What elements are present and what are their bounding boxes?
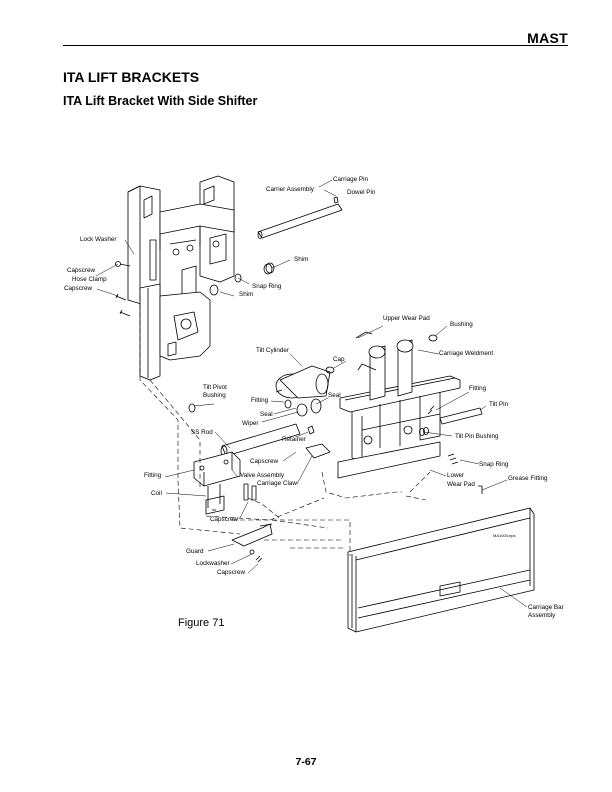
section-heading: MAST bbox=[527, 30, 568, 46]
carriage-weldment-part bbox=[337, 331, 461, 479]
label-wiper: Wiper bbox=[242, 420, 258, 427]
carrier-assembly-part bbox=[127, 175, 235, 307]
label-retainer: Retainer bbox=[282, 436, 306, 443]
label-shim-upper: Shim bbox=[294, 256, 308, 263]
label-seal-lower: Seal bbox=[260, 411, 273, 418]
label-snap-ring-lower: Snap Ring bbox=[479, 461, 509, 468]
page-subtitle: ITA Lift Bracket With Side Shifter bbox=[63, 94, 258, 108]
label-fitting-right: Fitting bbox=[469, 385, 487, 392]
label-tilt-pivot-bushing: Bushing bbox=[203, 392, 226, 399]
label-shim-lower: Shim bbox=[239, 291, 253, 298]
figure-caption: Figure 71 bbox=[178, 617, 224, 629]
label-carriage-claw: Carriage Claw bbox=[257, 480, 297, 487]
label-lock-washer: Lock Washer bbox=[80, 236, 117, 243]
label-capscrew-3: Capscrew bbox=[250, 458, 278, 465]
label-file-tag: MA1003.eps bbox=[493, 533, 515, 538]
label-dowel-pin: Dowel Pin bbox=[347, 189, 376, 196]
label-bushing: Bushing bbox=[450, 321, 473, 328]
ss-rod-part bbox=[221, 423, 301, 457]
tilt-pin-part bbox=[439, 407, 483, 425]
tilt-cylinder-part bbox=[275, 365, 335, 399]
label-fitting-cylinder: Fitting bbox=[251, 397, 269, 404]
label-carriage-pin: Carriage Pin bbox=[333, 176, 368, 183]
label-coil: Coil bbox=[151, 490, 162, 497]
label-snap-ring-upper: Snap Ring bbox=[252, 283, 282, 290]
label-capscrew-4: Capscrew bbox=[210, 516, 238, 523]
label-lower: Lower bbox=[447, 472, 464, 479]
valve-assembly-part bbox=[193, 451, 241, 515]
label-lower-wear-pad: Wear Pad bbox=[447, 481, 475, 488]
label-carriage-bar-assembly: Assembly bbox=[528, 612, 556, 619]
label-tilt-cylinder: Tilt Cylinder bbox=[256, 347, 289, 354]
label-tilt-pin: Tilt Pin bbox=[489, 401, 509, 408]
guard-part bbox=[231, 523, 273, 547]
label-hose-clamp: Hose Clamp bbox=[72, 276, 107, 283]
label-guard: Guard bbox=[186, 548, 204, 555]
carriage-bar-assembly-part bbox=[347, 507, 535, 633]
carriage-claw-part bbox=[305, 443, 331, 459]
carriage-pin-part bbox=[257, 203, 343, 239]
frame-part bbox=[139, 283, 211, 381]
label-carrier-assembly: Carrier Assembly bbox=[266, 186, 315, 193]
label-lockwasher: Lockwasher bbox=[196, 560, 230, 567]
label-capscrew-2: Capscrew bbox=[64, 285, 92, 292]
label-capscrew-1: Capscrew bbox=[67, 267, 95, 274]
label-carriage-weldment: Carriage Weldment bbox=[439, 350, 493, 357]
label-grease-fitting: Grease Fitting bbox=[508, 475, 548, 482]
label-tilt-pivot: Tilt Pivot bbox=[203, 384, 227, 391]
page-number: 7-67 bbox=[295, 756, 317, 768]
label-tilt-pin-bushing: Tilt Pin Bushing bbox=[455, 433, 499, 440]
label-seal-upper: Seal bbox=[328, 392, 341, 399]
label-capscrew-5: Capscrew bbox=[217, 569, 245, 576]
header-rule bbox=[63, 45, 568, 46]
label-ss-rod: SS Rod bbox=[191, 429, 213, 436]
page-title: ITA LIFT BRACKETS bbox=[63, 69, 200, 85]
label-upper-wear-pad: Upper Wear Pad bbox=[383, 315, 430, 322]
label-cap: Cap bbox=[333, 356, 345, 363]
label-fitting-left: Fitting bbox=[144, 472, 162, 479]
label-valve-assembly: Valve Assembly bbox=[240, 472, 285, 479]
label-carriage-bar: Carriage Bar bbox=[528, 604, 564, 611]
